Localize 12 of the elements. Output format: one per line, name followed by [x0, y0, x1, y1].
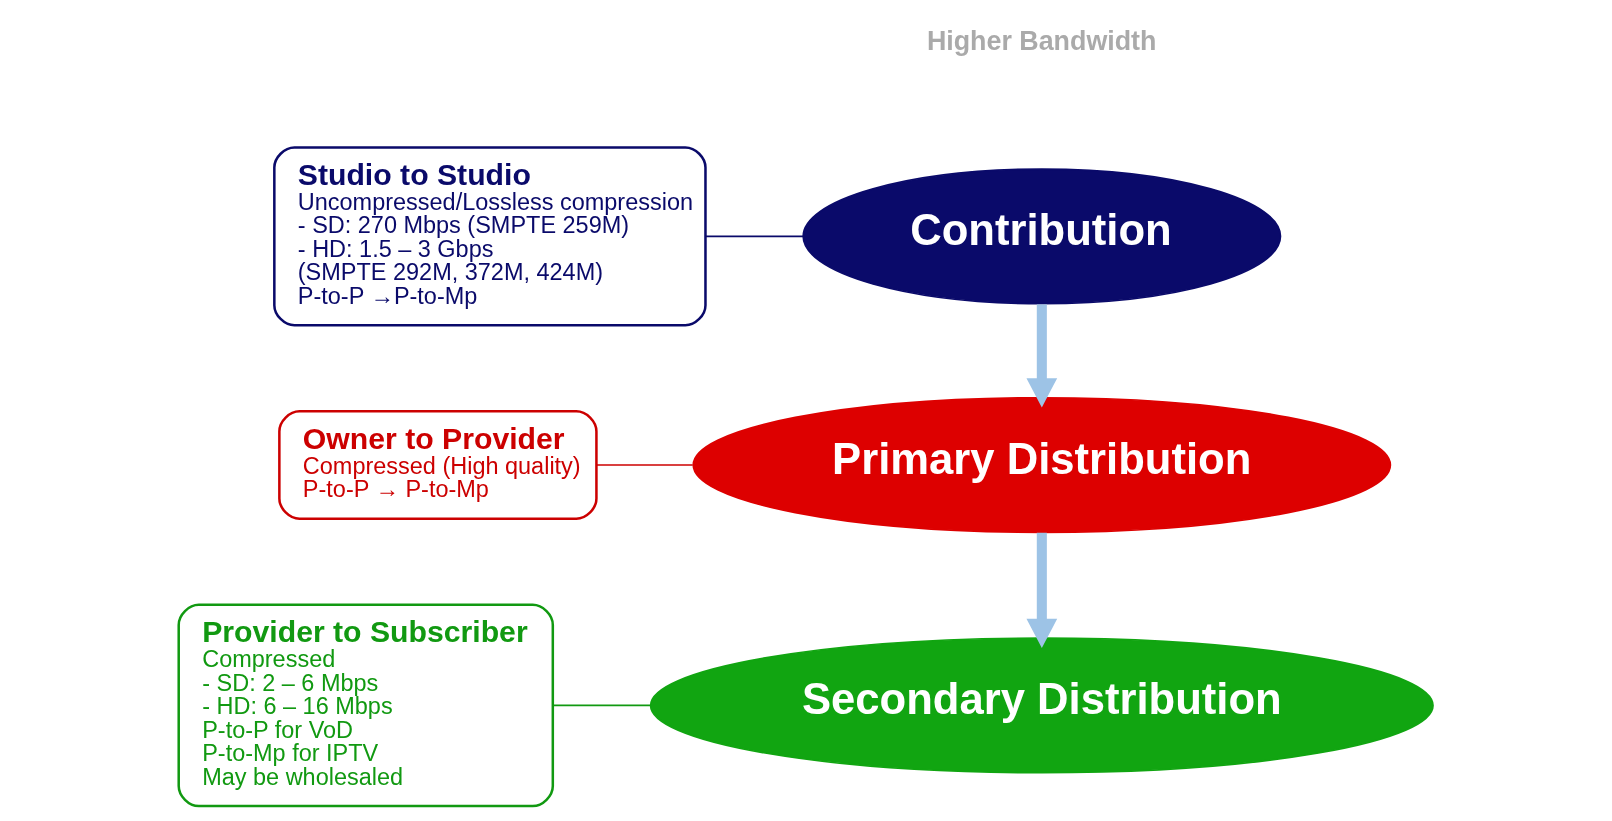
- node-box: Provider to Subscriber Compressed - SD: 2 – 6 Mbps - HD: 6 – 16 Mbps P-to-P for VoD P-to-Mp for IPTV May be wholesaled: [177, 603, 555, 808]
- node-ellipse: Secondary Distribution: [649, 637, 1434, 774]
- connector: [704, 235, 805, 238]
- node-box: Studio to Studio Uncompressed/Lossless compression - SD: 270 Mbps (SMPTE 259M) - HD: 1.5 – 3 Gbps (SMPTE 292M, 372M, 424M) P-to-P →P-to-Mp: [273, 146, 707, 327]
- connector: [595, 464, 694, 466]
- node-box: Owner to Provider Compressed (High quality) P-to-P → P-to-Mp: [278, 410, 598, 520]
- node-ellipse: Contribution: [802, 168, 1282, 305]
- label: Higher Bandwidth: [926, 25, 1157, 56]
- node-ellipse: Primary Distribution: [692, 396, 1392, 534]
- arrow: [1026, 304, 1058, 408]
- connector: [552, 704, 651, 707]
- arrow: [1026, 532, 1058, 649]
